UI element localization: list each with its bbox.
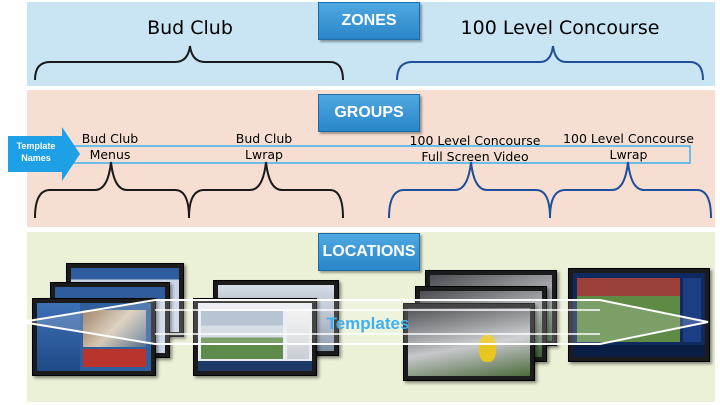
zones-header: ZONES [318,2,420,40]
group-concourse-lwrap: 100 Level Concourse Lwrap [556,131,701,163]
zone-bud-club: Bud Club [147,17,233,39]
locations-header: LOCATIONS [318,233,420,271]
zone-100-level-concourse: 100 Level Concourse [460,17,660,39]
zone-brace-bud-club [34,45,344,81]
group-line2: Menus [89,147,131,162]
group-line1: 100 Level Concourse [563,131,694,146]
zone-brace-concourse [396,45,704,81]
group-brace-fullscreen [388,161,551,219]
group-line2: Lwrap [609,147,648,162]
template-names-arrow [8,127,80,181]
group-brace-concourse-lwrap [549,161,712,219]
group-line1: 100 Level Concourse [409,133,541,148]
templates-arrow [21,299,709,345]
group-concourse-full-screen-video: 100 Level Concourse Full Screen Video [400,133,550,165]
group-brace-bud-lwrap [188,161,344,219]
group-line2: Full Screen Video [421,149,529,164]
group-line1: Bud Club [235,131,293,146]
screen-video-front [403,303,535,381]
group-bud-club-lwrap: Bud Club Lwrap [214,131,314,163]
group-brace-menus [34,161,190,219]
templates-label: Templates [326,314,410,333]
group-line2: Lwrap [245,147,283,162]
group-bud-club-menus: Bud Club Menus [60,131,160,163]
groups-header: GROUPS [318,94,420,132]
template-names-label: Template Names [16,141,56,163]
screen-bud-lwrap-front [193,298,317,376]
group-line1: Bud Club [81,131,139,146]
